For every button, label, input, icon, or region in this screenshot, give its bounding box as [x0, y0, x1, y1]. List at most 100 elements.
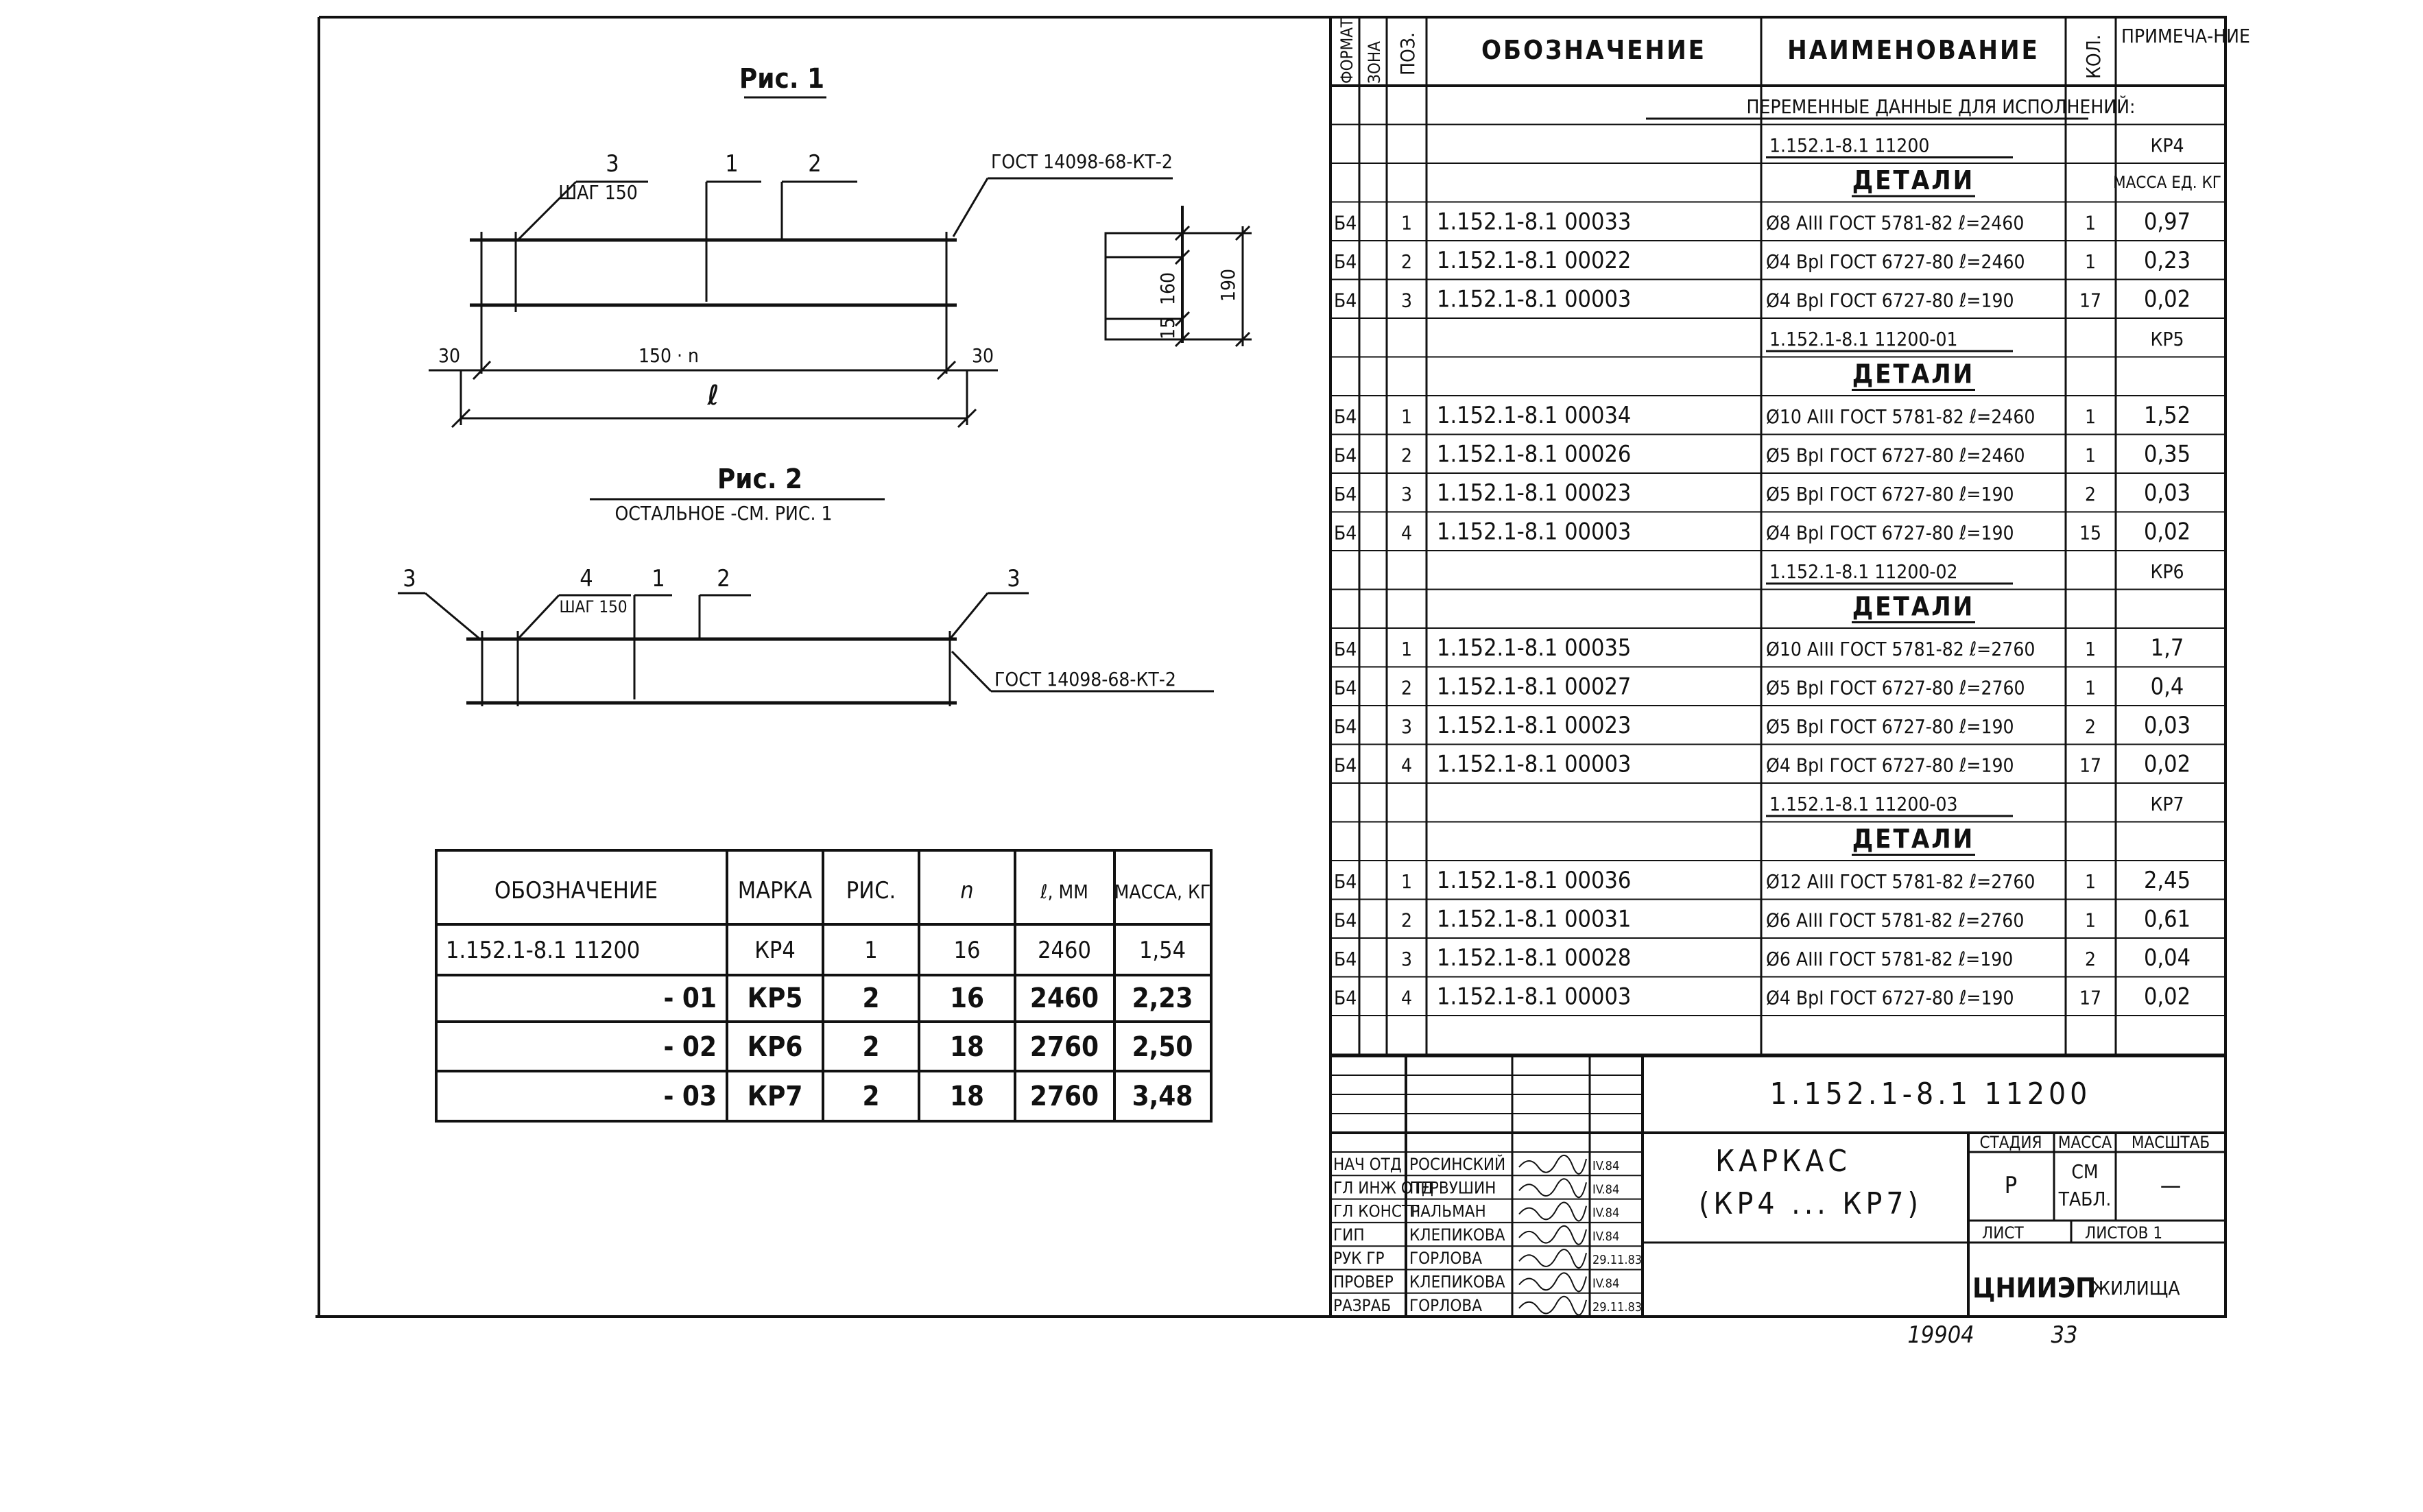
fig2-subtitle: ОСТАЛЬНОЕ -СМ. РИС. 1	[614, 502, 832, 525]
spec-row-designation: 1.152.1-8.1 00023	[1437, 479, 1631, 507]
spec-body: ПЕРЕМЕННЫЕ ДАННЫЕ ДЛЯ ИСПОЛНЕНИЙ:1.152.1…	[1334, 95, 2221, 1011]
spec-group-code: 1.152.1-8.1 11200-02	[1769, 560, 1958, 583]
spec-row-format: Б4	[1334, 483, 1357, 505]
title-org-2: ЖИЛИЩА	[2092, 1277, 2180, 1299]
spec-row-qty: 17	[2079, 754, 2101, 777]
spec-row-mass: 0,02	[2144, 286, 2191, 313]
fig2-callout-1: 1	[652, 565, 665, 592]
fig2-callout-2: 2	[717, 565, 730, 592]
footer-page-no: 33	[2051, 1321, 2078, 1349]
vt-row2-mass: 2,23	[1132, 983, 1193, 1014]
vt-header-designation: ОБОЗНАЧЕНИЕ	[494, 877, 658, 904]
vt-row2-length: 2460	[1030, 983, 1099, 1014]
title-scale-label: МАСШТАБ	[2132, 1133, 2210, 1152]
signature-name: РОСИНСКИЙ	[1409, 1154, 1505, 1174]
spec-row-qty: 1	[2085, 638, 2096, 660]
spec-row-pos: 4	[1401, 522, 1412, 544]
spec-group-section: ДЕТАЛИ	[1852, 359, 1975, 389]
spec-row-pos: 2	[1401, 909, 1412, 932]
spec-header-zone: ЗОНА	[1365, 41, 1384, 84]
fig1-dim-left: 30	[438, 344, 460, 367]
spec-group-code: 1.152.1-8.1 11200-01	[1769, 328, 1958, 350]
spec-row-qty: 1	[2085, 444, 2096, 467]
spec-row-format: Б4	[1334, 948, 1357, 970]
vt-row1-length: 2460	[1038, 937, 1091, 964]
fig1-weld-note: ГОСТ 14098-68-КТ-2	[991, 150, 1173, 173]
spec-header-note: ПРИМЕЧА-НИЕ	[2121, 25, 2250, 47]
spec-row-name: Ø10 АIII ГОСТ 5781-82 ℓ=2460	[1766, 405, 2035, 428]
spec-row-qty: 1	[2085, 909, 2096, 932]
spec-row-name: Ø5 ВрI ГОСТ 6727-80 ℓ=190	[1766, 483, 2014, 505]
signature-scribble	[1518, 1178, 1587, 1199]
signature-role: РАЗРАБ	[1333, 1296, 1391, 1315]
spec-row-designation: 1.152.1-8.1 00003	[1437, 286, 1631, 313]
vt-row2-mark: КР5	[748, 983, 803, 1014]
spec-row-designation: 1.152.1-8.1 00026	[1437, 441, 1631, 468]
signature-name: ГОРЛОВА	[1409, 1249, 1482, 1268]
title-mass-value-2: ТАБЛ.	[2058, 1188, 2112, 1210]
spec-row-designation: 1.152.1-8.1 00022	[1437, 247, 1631, 274]
signature-date: IV.84	[1592, 1277, 1619, 1291]
spec-row-designation: 1.152.1-8.1 00034	[1437, 402, 1631, 429]
spec-row-designation: 1.152.1-8.1 00033	[1437, 208, 1631, 236]
spec-group-section: ДЕТАЛИ	[1852, 592, 1975, 622]
spec-row-qty: 1	[2085, 677, 2096, 699]
signature-role: РУК ГР	[1333, 1249, 1385, 1268]
fig2-title: Рис. 2	[717, 464, 802, 495]
spec-row-pos: 3	[1401, 483, 1412, 505]
spec-row-pos: 3	[1401, 289, 1412, 312]
spec-row-format: Б4	[1334, 522, 1357, 544]
spec-group-code: 1.152.1-8.1 11200-03	[1769, 793, 1958, 815]
vt-header-fig: РИС.	[846, 877, 896, 904]
spec-row-name: Ø4 ВрI ГОСТ 6727-80 ℓ=190	[1766, 987, 2014, 1009]
spec-row-format: Б4	[1334, 987, 1357, 1009]
spec-row-qty: 1	[2085, 870, 2096, 893]
fig1-geometry	[429, 177, 1173, 429]
fig2-callout-3-left: 3	[403, 565, 416, 592]
section-dim-bottom: 15	[1156, 317, 1179, 339]
spec-header-name: НАИМЕНОВАНИЕ	[1787, 35, 2040, 65]
spec-row-format: Б4	[1334, 909, 1357, 932]
spec-row-format: Б4	[1334, 212, 1357, 235]
spec-row-mass: 0,02	[2144, 983, 2191, 1011]
spec-mass-unit-note: МАССА ЕД. КГ	[2113, 173, 2221, 192]
spec-row-mass: 0,04	[2144, 944, 2191, 972]
spec-row-mass: 0,03	[2144, 712, 2191, 739]
fig2-callout-4: 4	[580, 565, 593, 592]
fig1-step-label: ШАГ 150	[558, 181, 638, 204]
title-mass-label: МАССА	[2058, 1133, 2112, 1152]
spec-row-designation: 1.152.1-8.1 00031	[1437, 906, 1631, 933]
vt-header-n: n	[960, 877, 973, 904]
spec-row-name: Ø10 АIII ГОСТ 5781-82 ℓ=2760	[1766, 638, 2035, 660]
signature-date: IV.84	[1592, 1206, 1619, 1221]
spec-row-name: Ø4 ВрI ГОСТ 6727-80 ℓ=190	[1766, 289, 2014, 312]
spec-row-name: Ø5 ВрI ГОСТ 6727-80 ℓ=2460	[1766, 444, 2025, 467]
signature-name: ПАЛЬМАН	[1409, 1202, 1486, 1221]
signature-date: IV.84	[1592, 1229, 1619, 1244]
spec-row-name: Ø12 АIII ГОСТ 5781-82 ℓ=2760	[1766, 870, 2035, 893]
fig1-callout-2: 2	[808, 150, 821, 178]
vt-row1-mass: 1,54	[1139, 937, 1186, 964]
vt-row4-mass: 3,48	[1132, 1081, 1193, 1112]
spec-row-mass: 0,03	[2144, 479, 2191, 507]
spec-row-format: Б4	[1334, 289, 1357, 312]
vt-row1-fig: 1	[864, 937, 877, 964]
vt-row4-designation: - 03	[663, 1081, 717, 1112]
spec-row-qty: 17	[2079, 987, 2101, 1009]
spec-row-pos: 1	[1401, 212, 1412, 235]
signature-role: НАЧ ОТД	[1333, 1155, 1402, 1174]
spec-row-designation: 1.152.1-8.1 00003	[1437, 518, 1631, 546]
vt-row3-mass: 2,50	[1132, 1031, 1193, 1063]
spec-group-mark: КР7	[2150, 793, 2184, 815]
spec-row-designation: 1.152.1-8.1 00003	[1437, 751, 1631, 778]
figure-1: Рис. 1 3 1 2 ШАГ 150 ГОСТ 14098-68-КТ-2	[429, 63, 1173, 429]
vt-row2-n: 16	[950, 983, 984, 1014]
title-doc-code: 1.152.1-8.1 11200	[1770, 1077, 2092, 1112]
vt-row4-fig: 2	[862, 1081, 879, 1112]
vt-row2-designation: - 01	[663, 983, 717, 1014]
specification-grid	[1330, 17, 2225, 1056]
spec-header-designation: ОБОЗНАЧЕНИЕ	[1481, 35, 1706, 65]
fig1-dim-right: 30	[972, 344, 994, 367]
fig2-weld-note: ГОСТ 14098-68-КТ-2	[994, 668, 1176, 691]
